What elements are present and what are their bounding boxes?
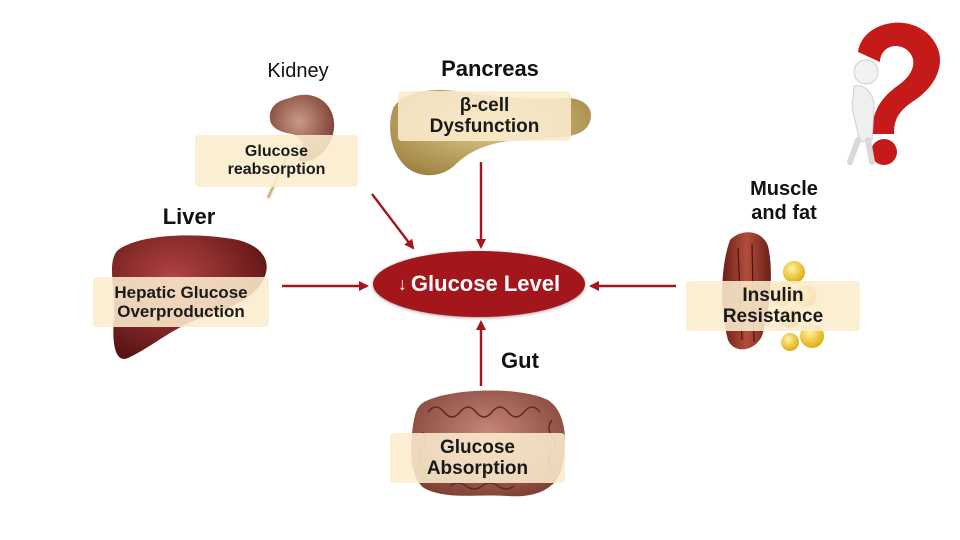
muscle-fat-label: Muscle and fat	[724, 177, 844, 225]
liver-box-line-2: Overproduction	[117, 302, 245, 321]
liver-box: Hepatic Glucose Overproduction	[93, 277, 269, 327]
kidney-box-line-1: Glucose	[244, 143, 309, 161]
arrow-kidney	[371, 193, 415, 250]
glucose-level-node: ↓ Glucose Level	[373, 251, 585, 317]
muscle-box-line-2: Resistance	[722, 306, 824, 327]
gut-box-line-2: Absorption	[426, 458, 529, 479]
pancreas-box: β-cell Dysfunction	[398, 91, 571, 141]
gut-box: Glucose Absorption	[390, 433, 565, 483]
pancreas-box-line-1: β-cell	[459, 94, 510, 116]
gut-box-line-1: Glucose	[440, 436, 515, 458]
gut-label: Gut	[501, 348, 539, 373]
pancreas-box-line-2: Dysfunction	[429, 116, 540, 137]
glucose-level-label: Glucose Level	[410, 271, 561, 296]
muscle-fat-label-line-1: Muscle	[750, 178, 818, 200]
liver-box-line-1: Hepatic Glucose	[114, 282, 248, 302]
muscle-box: Insulin Resistance	[686, 281, 860, 331]
down-arrow-icon: ↓	[397, 273, 407, 294]
question-mark-figure-icon	[847, 22, 941, 165]
kidney-box-line-2: reabsorption	[227, 161, 326, 178]
kidney-box: Glucose reabsorption	[195, 135, 358, 187]
liver-label: Liver	[162, 204, 216, 229]
kidney-label: Kidney	[267, 60, 329, 82]
pancreas-label: Pancreas	[441, 56, 539, 81]
muscle-box-line-1: Insulin	[742, 284, 804, 306]
muscle-fat-label-line-2: and fat	[751, 202, 817, 224]
